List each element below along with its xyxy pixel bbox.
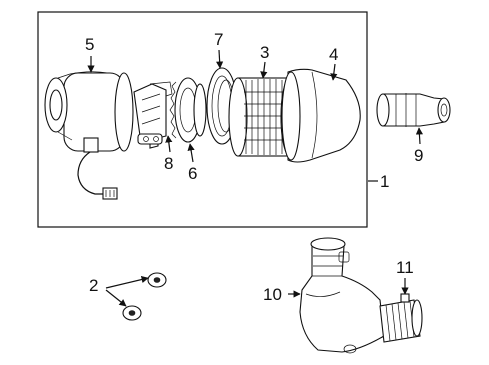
leader-6 [187, 143, 195, 163]
leader-8 [165, 135, 173, 153]
leader-9 [415, 127, 423, 145]
callout-1: 1 [380, 172, 390, 191]
leader-7 [216, 49, 224, 69]
leader-4 [330, 63, 338, 81]
leader-2b [105, 289, 127, 307]
washer-part-lower [122, 305, 142, 321]
bracket-part [133, 81, 173, 149]
washer-part-upper [147, 272, 167, 288]
nozzle-part [376, 93, 451, 127]
hose-part [379, 293, 423, 343]
callout-7: 7 [214, 30, 224, 49]
callout-10: 10 [263, 285, 282, 304]
callout-4: 4 [329, 45, 339, 64]
callout-6: 6 [188, 164, 198, 183]
impeller-part [169, 77, 207, 143]
filter-cover-part [281, 68, 361, 163]
callout-9: 9 [414, 146, 424, 165]
callout-5: 5 [85, 35, 95, 54]
callout-11: 11 [396, 258, 414, 277]
callout-2: 2 [89, 276, 99, 295]
callout-8: 8 [164, 154, 174, 173]
motor-housing-part [44, 71, 134, 200]
assembly-frame [37, 11, 368, 228]
callout-3: 3 [260, 43, 270, 62]
leader-2a [105, 275, 149, 289]
elbow-duct-part [299, 237, 385, 354]
leader-3 [260, 61, 268, 79]
